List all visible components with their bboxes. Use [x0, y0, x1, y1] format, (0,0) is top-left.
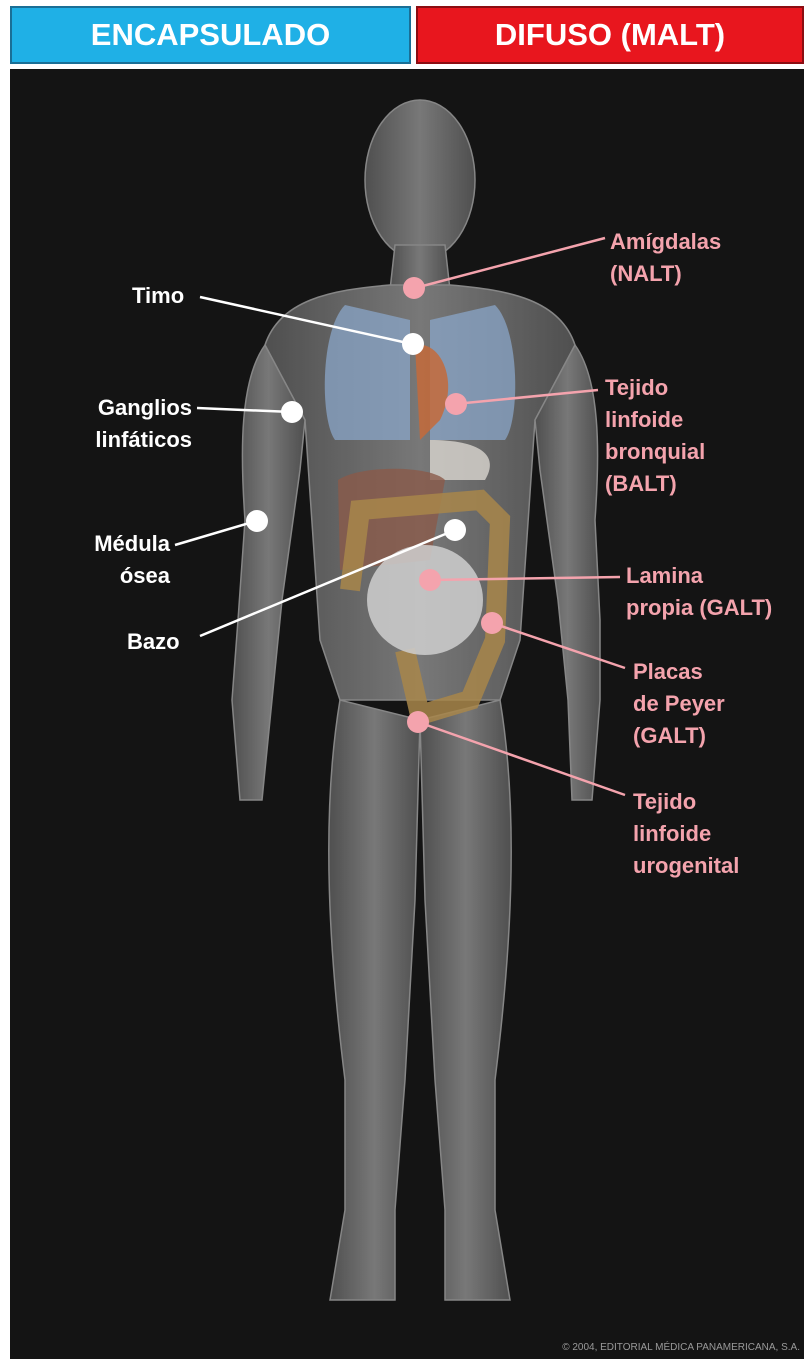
label-lamina-line2: propia (GALT) [626, 592, 772, 624]
label-lamina-line1: Lamina [626, 560, 772, 592]
label-ganglios-line2: linfáticos [60, 424, 192, 456]
left-lung-shape [325, 305, 410, 440]
label-medula-line2: ósea [60, 560, 170, 592]
left-leg-shape [329, 700, 420, 1300]
label-bronquial-line3: bronquial [605, 436, 705, 468]
medula-marker [246, 510, 268, 532]
label-peyer: Placas de Peyer (GALT) [633, 656, 725, 752]
label-amigdalas-line1: Amígdalas [610, 226, 721, 258]
label-peyer-line1: Placas [633, 656, 725, 688]
peyer-marker [481, 612, 503, 634]
label-medula: Médula ósea [60, 528, 170, 592]
right-arm-shape [535, 345, 600, 800]
ganglios-marker [281, 401, 303, 423]
right-leg-shape [420, 700, 511, 1300]
label-peyer-line2: de Peyer [633, 688, 725, 720]
label-amigdalas-line2: (NALT) [610, 258, 721, 290]
label-bronquial-line2: linfoide [605, 404, 705, 436]
label-lamina: Lamina propia (GALT) [626, 560, 772, 624]
lamina-marker [419, 569, 441, 591]
label-bazo: Bazo [127, 626, 180, 658]
label-bronquial-line1: Tejido [605, 372, 705, 404]
label-ganglios: Ganglios linfáticos [60, 392, 192, 456]
uro-marker [407, 711, 429, 733]
small-intestine-shape [367, 545, 483, 655]
label-timo-text: Timo [132, 283, 184, 308]
label-peyer-line3: (GALT) [633, 720, 725, 752]
label-medula-line1: Médula [60, 528, 170, 560]
label-ganglios-line1: Ganglios [60, 392, 192, 424]
label-urogenital-line2: linfoide [633, 818, 739, 850]
timo-marker [402, 333, 424, 355]
bazo-marker [444, 519, 466, 541]
label-bazo-text: Bazo [127, 629, 180, 654]
bronquial-marker [445, 393, 467, 415]
label-bronquial: Tejido linfoide bronquial (BALT) [605, 372, 705, 500]
label-urogenital-line1: Tejido [633, 786, 739, 818]
label-urogenital: Tejido linfoide urogenital [633, 786, 739, 882]
label-timo: Timo [132, 280, 184, 312]
head-shape [365, 100, 475, 260]
label-amigdalas: Amígdalas (NALT) [610, 226, 721, 290]
amigdalas-marker [403, 277, 425, 299]
label-urogenital-line3: urogenital [633, 850, 739, 882]
label-bronquial-line4: (BALT) [605, 468, 705, 500]
copyright-notice: © 2004, EDITORIAL MÉDICA PANAMERICANA, S… [562, 1342, 800, 1353]
